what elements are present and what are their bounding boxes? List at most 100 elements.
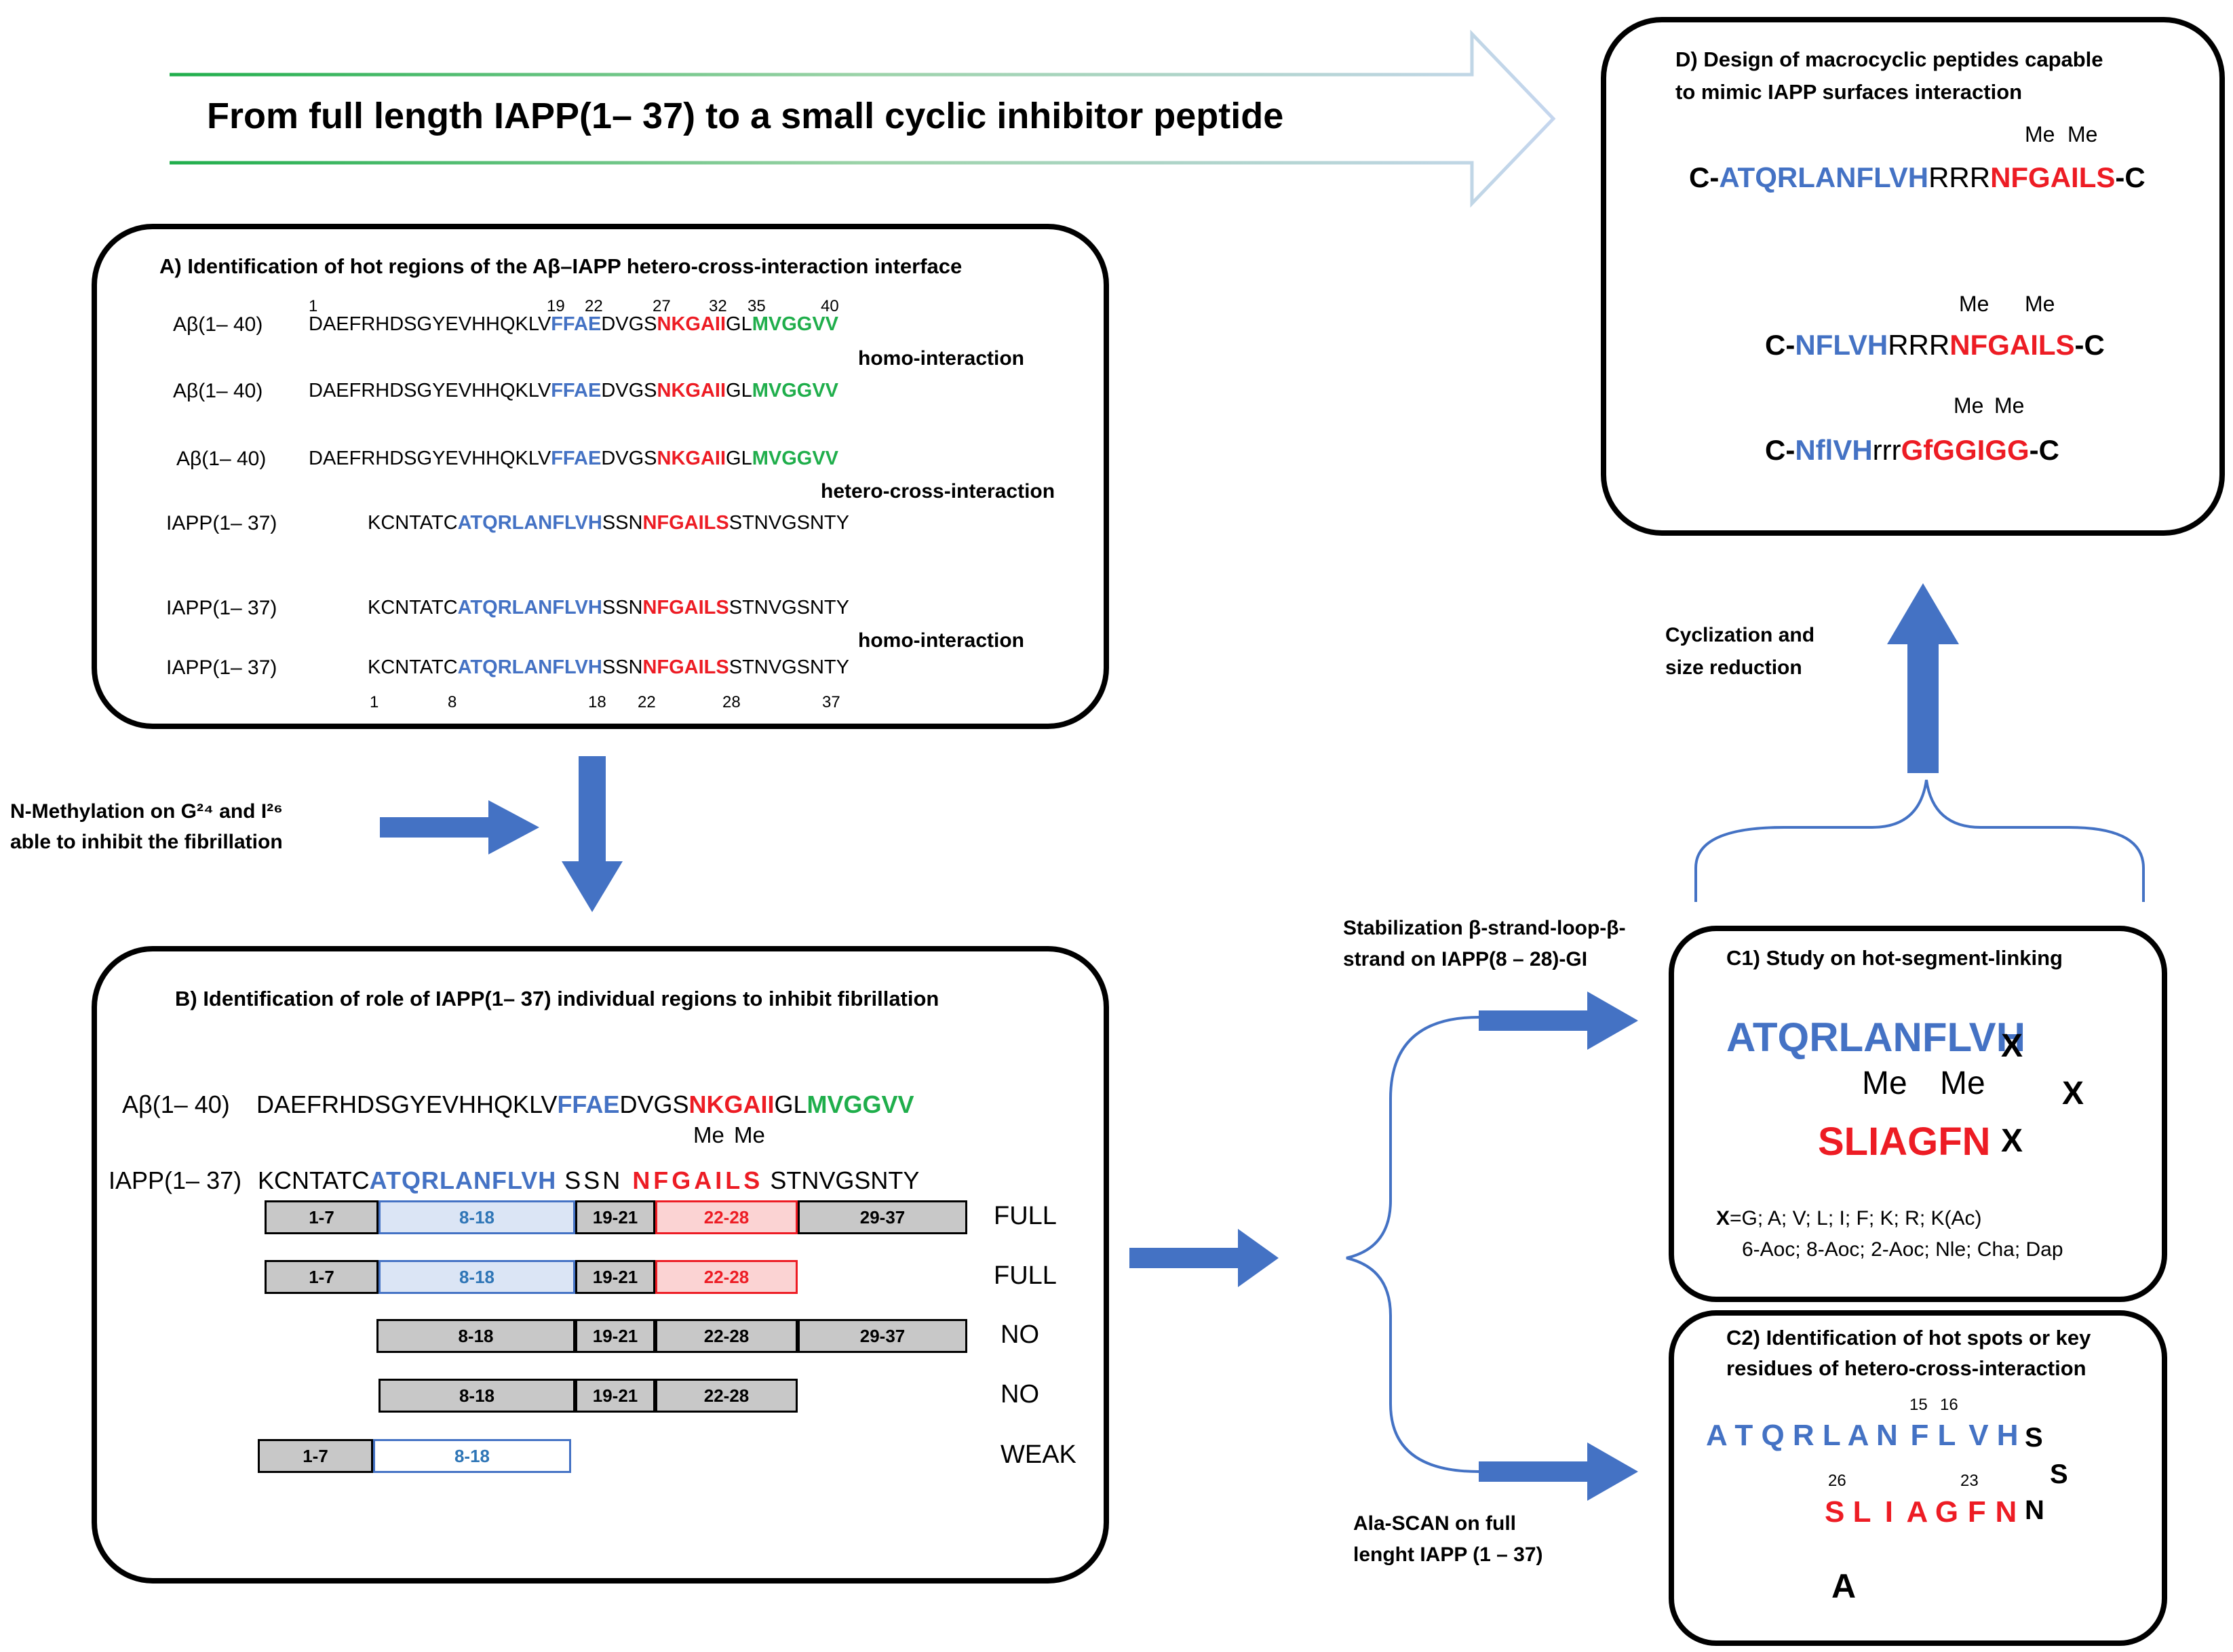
ab-num-1: 1	[309, 297, 318, 315]
c2-num-26: 26	[1828, 1472, 1846, 1490]
d1-me-2: Me	[2067, 122, 2098, 146]
panel-b-title: B) Identification of role of IAPP(1– 37)…	[175, 987, 939, 1010]
panel-a-title: A) Identification of hot regions of the …	[159, 254, 963, 278]
b-iapp-label: IAPP(1– 37)	[109, 1166, 242, 1194]
b-r2-seg-22-28: 22-28	[655, 1319, 798, 1353]
split-brace	[1346, 1016, 1479, 1473]
c2-strand-bottom: S L I A G F N	[1825, 1495, 2017, 1529]
b-r3-seg-8-18: 8-18	[378, 1379, 575, 1413]
banner-title: From full length IAPP(1– 37) to a small …	[207, 96, 1284, 136]
iapp-num-28: 28	[722, 693, 741, 711]
d2-me-1: Me	[1959, 292, 1989, 316]
a3-seq: DAEFRHDSGYEVHHQKLVFFAEDVGSNKGAIIGLMVGGVV	[309, 448, 839, 469]
c1-x-3: X	[2001, 1123, 2023, 1159]
b-r1-seg-1-7: 1-7	[265, 1260, 378, 1294]
c2-loop-s1: S	[2025, 1423, 2043, 1453]
c1-x-2: X	[2062, 1076, 2084, 1112]
panel-d	[1601, 17, 2225, 536]
c2-num-15: 15	[1909, 1396, 1928, 1414]
ab-num-22: 22	[585, 297, 603, 315]
b-r4-seg-1-7: 1-7	[258, 1439, 373, 1473]
a2-label: Aβ(1– 40)	[173, 380, 263, 402]
a-homo-label-2: homo-interaction	[858, 629, 1024, 652]
c1-strand-bottom: SLIAGFN	[1818, 1120, 1991, 1164]
b-me-1: Me	[693, 1122, 724, 1147]
b-r1-seg-19-21: 19-21	[575, 1260, 655, 1294]
d1-me-1: Me	[2025, 122, 2055, 146]
a1-seq: DAEFRHDSGYEVHHQKLVFFAEDVGSNKGAIIGLMVGGVV	[309, 313, 839, 335]
merge-brace	[1694, 779, 2145, 902]
stab-line2: strand on IAPP(8 – 28)-GI	[1343, 948, 1588, 970]
iapp-num-1: 1	[370, 693, 379, 711]
b-r1-seg-8-18: 8-18	[378, 1260, 575, 1294]
cyc-line1: Cyclization and	[1665, 624, 1815, 646]
b-r0-seg-22-28: 22-28	[655, 1200, 798, 1234]
ab-num-27: 27	[653, 297, 671, 315]
b-r2-result: NO	[1001, 1320, 1039, 1349]
b-ab-seq: DAEFRHDSGYEVHHQKLVFFAEDVGSNKGAIIGLMVGGVV	[256, 1090, 914, 1118]
c1-me-1: Me	[1862, 1065, 1907, 1101]
iapp-num-37: 37	[822, 693, 840, 711]
b-r1-result: FULL	[994, 1261, 1057, 1290]
d2-me-2: Me	[2025, 292, 2055, 316]
b-r2-seg-19-21: 19-21	[575, 1319, 655, 1353]
b-me-2: Me	[734, 1122, 765, 1147]
ab-num-19: 19	[547, 297, 565, 315]
panel-c2	[1669, 1310, 2167, 1646]
c2-ala-label: A	[1831, 1567, 1857, 1605]
b-to-brace-arrow	[1129, 1229, 1279, 1287]
panel-c2-title-1: C2) Identification of hot spots or key	[1726, 1326, 2091, 1350]
b-r0-result: FULL	[994, 1202, 1057, 1230]
a1-label: Aβ(1– 40)	[173, 313, 263, 336]
nmeth-line1: N-Methylation on G²⁴ and I²⁶	[10, 800, 283, 823]
a4-label: IAPP(1– 37)	[166, 512, 277, 534]
arrow-to-c1	[1479, 991, 1638, 1050]
stab-line1: Stabilization β-strand-loop-β-	[1343, 917, 1626, 939]
c1-me-2: Me	[1940, 1065, 1985, 1101]
down-arrow-b	[562, 756, 623, 912]
a3-label: Aβ(1– 40)	[176, 448, 267, 470]
panel-d-title-1: D) Design of macrocyclic peptides capabl…	[1675, 47, 2103, 71]
a5-label: IAPP(1– 37)	[166, 597, 277, 619]
a6-seq: KCNTATCATQRLANFLVHSSNNFGAILSSTNVGSNTY	[368, 656, 849, 678]
b-r4-seg-8-18: 8-18	[373, 1439, 571, 1473]
nmeth-arrow	[380, 800, 539, 854]
ab-num-35: 35	[747, 297, 766, 315]
c2-num-23: 23	[1960, 1472, 1979, 1490]
c2-num-16: 16	[1940, 1396, 1958, 1414]
d3-me-1: Me	[1954, 393, 1984, 418]
d-peptide-3: C-NflVHrrrGfGGIGG-C	[1765, 434, 2059, 466]
d3-me-2: Me	[1994, 393, 2025, 418]
c2-loop-s2: S	[2050, 1459, 2068, 1489]
cyc-line2: size reduction	[1665, 656, 1802, 679]
b-r0-seg-8-18: 8-18	[378, 1200, 575, 1234]
arrow-to-c2	[1479, 1442, 1638, 1501]
ab-num-40: 40	[821, 297, 839, 315]
c1-strand-top: ATQRLANFLVH	[1726, 1015, 2026, 1060]
iapp-num-18: 18	[588, 693, 606, 711]
a6-label: IAPP(1– 37)	[166, 656, 277, 679]
up-arrow-d	[1887, 583, 1959, 773]
d-peptide-1: C-ATQRLANFLVHRRRNFGAILS-C	[1689, 161, 2145, 193]
c1-x-list-1: X=G; A; V; L; I; F; K; R; K(Ac)	[1716, 1207, 1982, 1230]
iapp-num-22: 22	[638, 693, 656, 711]
b-r0-seg-19-21: 19-21	[575, 1200, 655, 1234]
b-r2-seg-29-37: 29-37	[798, 1319, 967, 1353]
c2-loop-n: N	[2025, 1495, 2044, 1525]
ab-num-32: 32	[709, 297, 727, 315]
banner-arrow	[170, 29, 1556, 208]
panel-c1	[1669, 926, 2167, 1302]
panel-d-title-2: to mimic IAPP surfaces interaction	[1675, 80, 2023, 104]
d-peptide-2: C-NFLVHRRRNFGAILS-C	[1765, 329, 2105, 361]
b-r1-seg-22-28: 22-28	[655, 1260, 798, 1294]
a4-seq: KCNTATCATQRLANFLVHSSNNFGAILSSTNVGSNTY	[368, 512, 849, 534]
iapp-num-8: 8	[448, 693, 457, 711]
ala-line2: lenght IAPP (1 – 37)	[1353, 1543, 1543, 1566]
b-r0-seg-1-7: 1-7	[265, 1200, 378, 1234]
b-r3-result: NO	[1001, 1380, 1039, 1409]
c1-x-1: X	[2001, 1028, 2023, 1064]
c1-x-list-2: 6-Aoc; 8-Aoc; 2-Aoc; Nle; Cha; Dap	[1742, 1238, 2063, 1261]
b-ab-label: Aβ(1– 40)	[122, 1090, 230, 1118]
b-r0-seg-29-37: 29-37	[798, 1200, 967, 1234]
